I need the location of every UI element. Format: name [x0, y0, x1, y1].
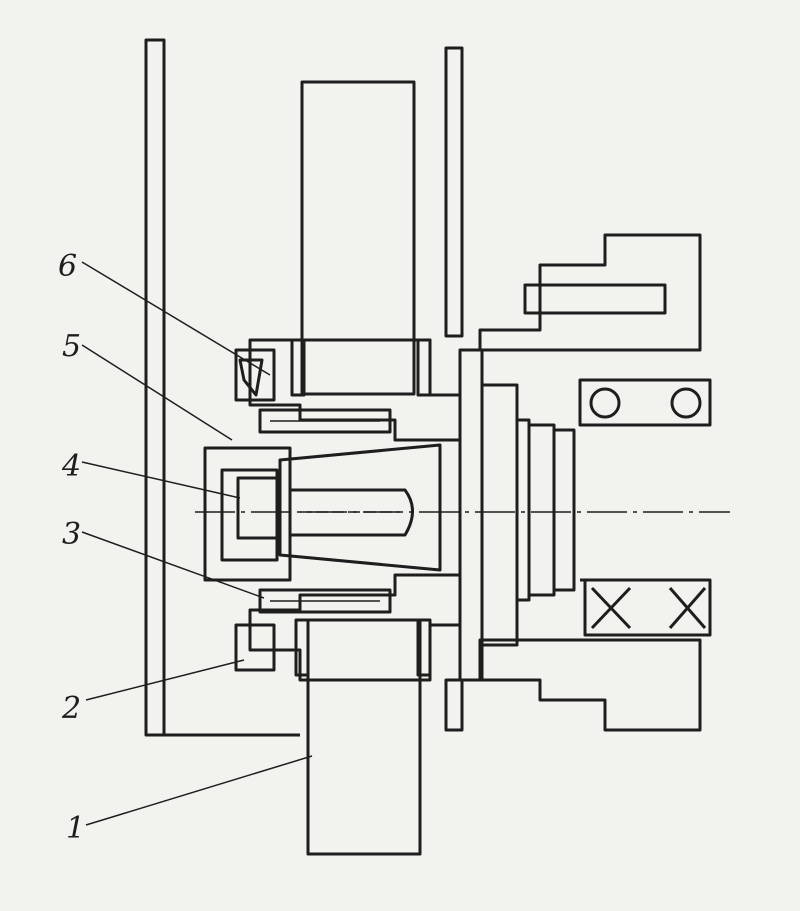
label-4: 4 — [61, 449, 81, 484]
clamp-nut-part-4 — [203, 446, 414, 582]
label-5: 5 — [62, 329, 81, 364]
label-2: 2 — [61, 691, 81, 726]
roll-part-1 — [300, 80, 422, 856]
tube-housing — [144, 38, 464, 737]
gearbox-housing — [478, 233, 712, 732]
coupling-flange — [458, 348, 576, 682]
leader-lines — [81, 261, 313, 826]
pins-part-3 — [258, 408, 392, 614]
label-6: 6 — [58, 249, 77, 284]
label-1: 1 — [66, 811, 85, 846]
ring-parts — [234, 338, 432, 677]
label-3: 3 — [62, 517, 81, 552]
